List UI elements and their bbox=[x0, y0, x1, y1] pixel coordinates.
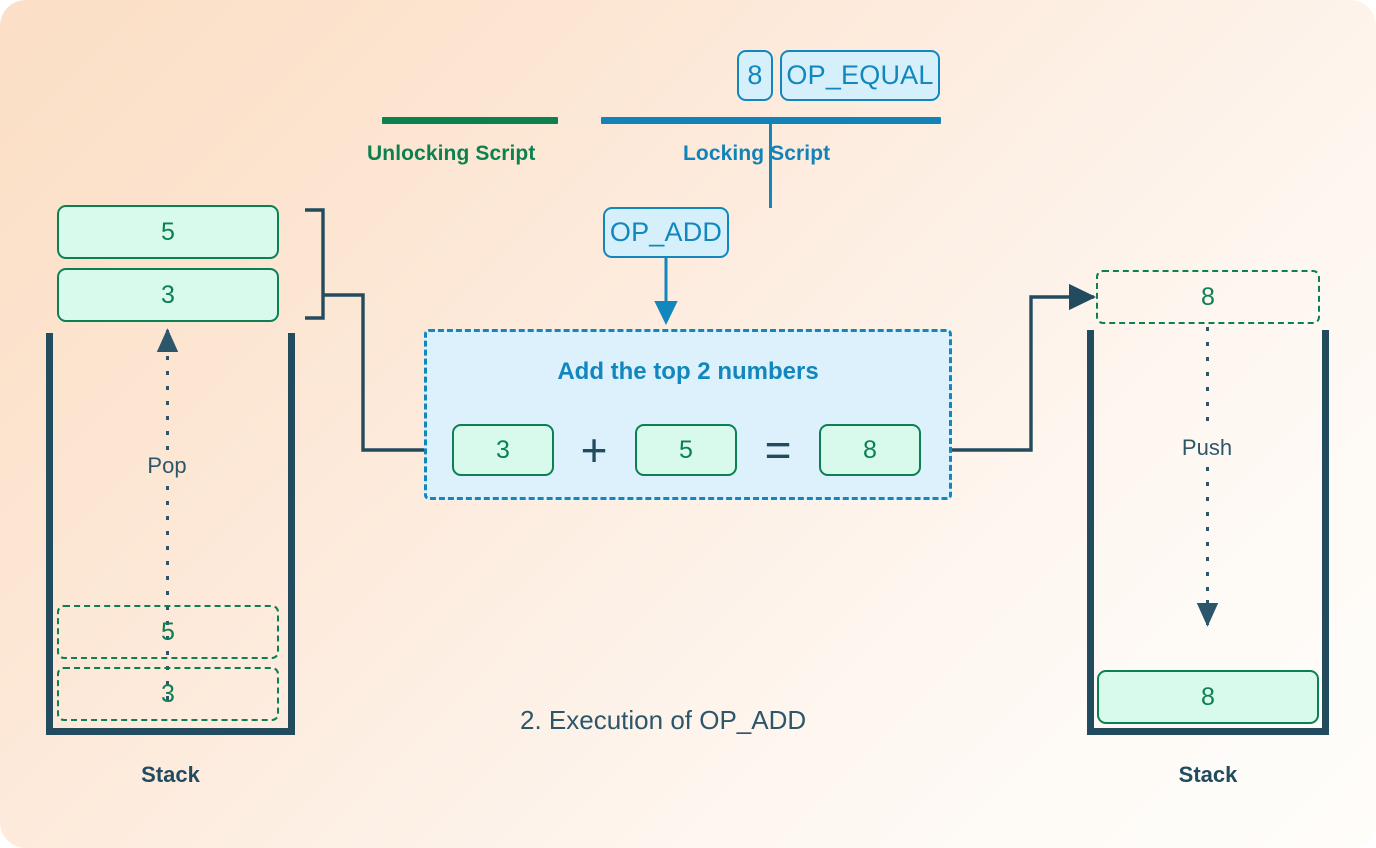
calc-operand-a: 3 bbox=[452, 424, 554, 476]
diagram-caption: 2. Execution of OP_ADD bbox=[520, 705, 807, 735]
pushed-item: 8 bbox=[1097, 670, 1319, 724]
right-stack-verb: Push bbox=[1181, 435, 1233, 460]
calc-operand-b: 5 bbox=[635, 424, 737, 476]
locking-script-rule bbox=[601, 117, 941, 124]
locking-chip-op-equal[interactable]: OP_EQUAL bbox=[780, 50, 940, 101]
calc-result: 8 bbox=[819, 424, 921, 476]
right-stack-container bbox=[1087, 330, 1329, 735]
calculation-title: Add the top 2 numbers bbox=[557, 358, 819, 385]
left-pop-bracket bbox=[305, 208, 424, 452]
ghost-item-second: 3 bbox=[57, 667, 279, 721]
result-to-stack-connector bbox=[952, 283, 1097, 452]
locking-chip-value[interactable]: 8 bbox=[737, 50, 773, 101]
popped-item-second: 3 bbox=[57, 268, 279, 322]
ghost-item-top: 5 bbox=[57, 605, 279, 659]
left-stack-container bbox=[46, 333, 295, 735]
equals-operator-icon: = bbox=[764, 424, 792, 476]
left-stack-caption: Stack bbox=[141, 762, 200, 787]
incoming-push-item: 8 bbox=[1096, 270, 1320, 324]
current-opcode-chip[interactable]: OP_ADD bbox=[603, 207, 729, 258]
locking-script-label: Locking Script bbox=[683, 142, 831, 165]
left-stack-verb: Pop bbox=[147, 453, 187, 478]
unlocking-script-rule bbox=[382, 117, 558, 124]
right-stack-caption: Stack bbox=[1178, 762, 1238, 787]
plus-operator-icon: + bbox=[580, 424, 608, 476]
popped-item-top: 5 bbox=[57, 205, 279, 259]
unlocking-script-label: Unlocking Script bbox=[367, 142, 536, 165]
